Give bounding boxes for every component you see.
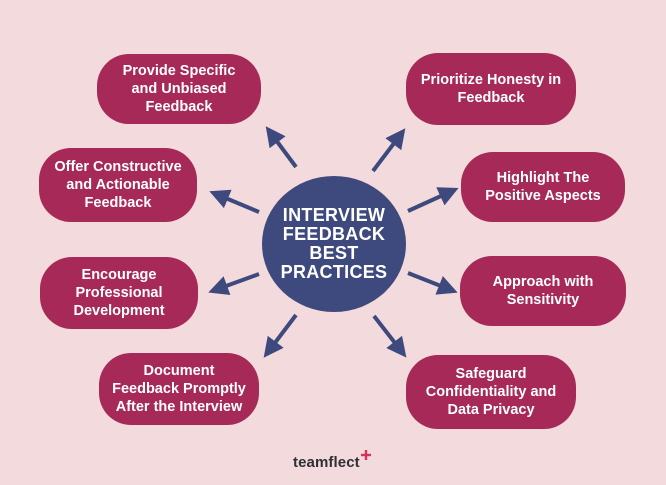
practice-highlight-positive: Highlight The Positive Aspects	[461, 152, 625, 222]
brand-name: teamflect	[293, 453, 360, 471]
arrow-to-provide-specific	[265, 126, 298, 169]
practice-offer-constructive: Offer Constructive and Actionable Feedba…	[39, 148, 197, 222]
practice-provide-specific: Provide Specific and Unbiased Feedback	[97, 54, 261, 124]
arrow-to-encourage-development	[208, 272, 260, 296]
practice-label: Approach with Sensitivity	[492, 274, 594, 308]
arrow-to-document-feedback	[263, 313, 298, 358]
brand-logo: teamflect	[293, 450, 371, 474]
practice-label: Provide Specific and Unbiased Feedback	[122, 63, 236, 115]
practice-label: Document Feedback Promptly After the Int…	[112, 363, 246, 415]
practice-label: Prioritize Honesty in Feedback	[420, 72, 562, 106]
central-topic-label: INTERVIEW FEEDBACK BEST PRACTICES	[280, 205, 388, 282]
practice-encourage-development: Encourage Professional Development	[40, 257, 198, 329]
arrow-to-prioritize-honesty	[371, 128, 406, 173]
practice-label: Offer Constructive and Actionable Feedba…	[54, 159, 182, 211]
practice-label: Encourage Professional Development	[73, 267, 165, 319]
practice-approach-sensitivity: Approach with Sensitivity	[460, 256, 626, 326]
arrow-to-approach-sensitivity	[407, 271, 458, 295]
arrow-to-highlight-positive	[407, 187, 459, 213]
arrow-to-safeguard-confidentiality	[372, 314, 407, 358]
central-topic-circle: INTERVIEW FEEDBACK BEST PRACTICES	[262, 176, 406, 312]
practice-label: Safeguard Confidentiality and Data Priva…	[425, 366, 557, 418]
practice-label: Highlight The Positive Aspects	[485, 170, 601, 204]
arrow-to-offer-constructive	[209, 189, 260, 214]
practice-safeguard-confidentiality: Safeguard Confidentiality and Data Priva…	[406, 355, 576, 429]
practice-prioritize-honesty: Prioritize Honesty in Feedback	[406, 53, 576, 125]
plus-icon	[360, 450, 371, 460]
practice-document-feedback: Document Feedback Promptly After the Int…	[99, 353, 259, 425]
